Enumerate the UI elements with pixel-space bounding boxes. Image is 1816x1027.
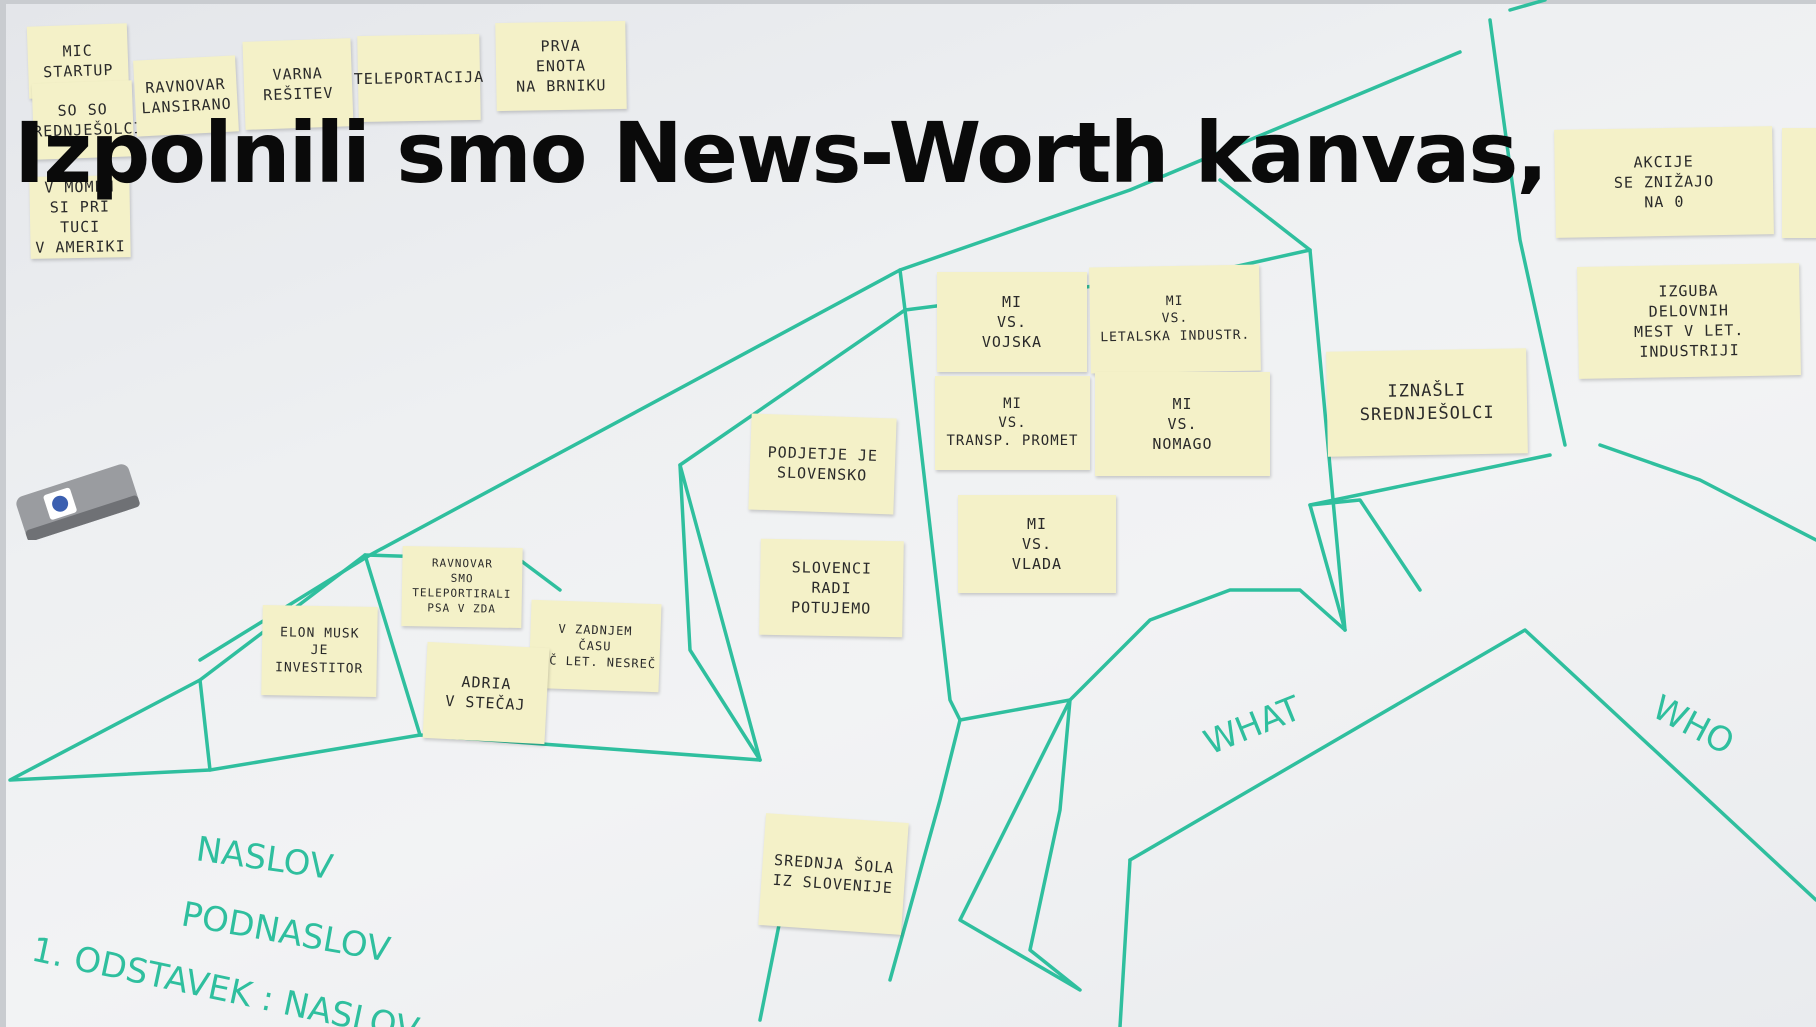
whiteboard-frame-top [0, 0, 1816, 4]
sticky-note-mi-vlada: MI VS. VLADA [958, 495, 1116, 593]
whiteboard-frame-left [0, 0, 6, 1027]
sticky-note-prva: PRVA ENOTA NA BRNIKU [495, 20, 627, 112]
naslov-label: NASLOV [194, 829, 336, 888]
sticky-note-mi-vojska: MI VS. VOJSKA [937, 272, 1087, 372]
what-label: WHAT [1198, 688, 1306, 763]
sticky-note-mi-letalska: MI VS. LETALSKA INDUSTR. [1089, 264, 1261, 374]
sticky-note-zadnjem: V ZADNJEM ČASU VEČ LET. NESREČ [528, 599, 662, 693]
podnaslov-label: PODNASLOV [178, 894, 393, 970]
sticky-note-mi-nomago: MI VS. NOMAGO [1095, 372, 1270, 476]
who-label: WHO [1646, 688, 1741, 764]
sticky-note-akcije: AKCIJE SE ZNIŽAJO NA 0 [1554, 126, 1774, 238]
sticky-note-mi-transp: MI VS. TRANSP. PROMET [935, 376, 1090, 470]
sticky-note-ravnovar2: RAVNOVAR SMO TELEPORTIRALI PSA V ZDA [401, 545, 523, 629]
sticky-note-podjetje: PODJETJE JE SLOVENSKO [748, 413, 897, 515]
sticky-note-iznasli: IZNAŠLI SREDNJEŠOLCI [1326, 348, 1528, 457]
sticky-note-srednja: SREDNJA ŠOLA IZ SLOVENIJE [758, 813, 909, 935]
sticky-note-izguba: IZGUBA DELOVNIH MEST V LET. INDUSTRIJI [1577, 263, 1801, 379]
sticky-note-adria: ADRIA V STEČAJ [422, 641, 550, 745]
sticky-note-akcije-right [1782, 128, 1816, 238]
headline: Izpolnili smo News-Worth kanvas, [14, 104, 1548, 202]
whiteboard-eraser [10, 462, 140, 540]
sticky-note-elon: ELON MUSK JE INVESTITOR [261, 605, 378, 697]
sticky-note-slovenci: SLOVENCI RADI POTUJEMO [759, 538, 904, 638]
